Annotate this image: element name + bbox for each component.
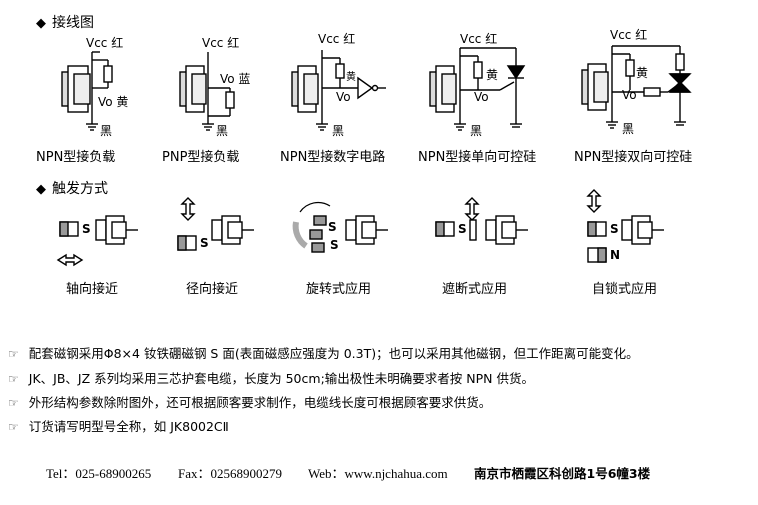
wiring-caption: NPN型接负载 — [36, 150, 116, 165]
pole-label: N — [610, 248, 621, 262]
gnd-label: 黑 — [216, 124, 229, 138]
pointing-hand-icon: ☞ — [8, 420, 19, 434]
trigger-diagram-5 — [586, 189, 664, 263]
pole-label: S — [330, 238, 339, 252]
footer-web: Web：www.njchahua.com — [308, 466, 448, 481]
trigger-diagram-4 — [435, 197, 528, 245]
wiring-diagram-3 — [291, 50, 386, 131]
trigger-caption: 遮断式应用 — [442, 282, 508, 297]
trigger-diagram-3 — [292, 201, 388, 253]
pointing-hand-icon: ☞ — [8, 347, 19, 361]
vcc-label: Vcc 红 — [86, 36, 124, 50]
wire-color-label: 黄 — [346, 72, 356, 83]
gnd-label: 黑 — [100, 124, 113, 138]
wiring-diagram-4 — [429, 47, 526, 131]
gnd-label: 黑 — [622, 122, 635, 136]
vo-label: Vo — [336, 90, 351, 104]
vo-label: Vo — [622, 88, 637, 102]
section-wiring-header: ◆ 接线图 — [36, 12, 94, 32]
vcc-label: Vcc 红 — [460, 32, 498, 46]
note-item: ☞ JK、JB、JZ 系列均采用三芯护套电缆，长度为 50cm;输出极性未明确要求… — [8, 368, 534, 387]
pointing-hand-icon: ☞ — [8, 372, 19, 386]
pole-label: S — [82, 222, 91, 236]
pole-label: S — [610, 222, 619, 236]
vo-label: Vo 蓝 — [220, 72, 251, 86]
trigger-caption: 轴向接近 — [66, 282, 119, 297]
pole-label: S — [458, 222, 467, 236]
vcc-label: Vcc 红 — [318, 32, 356, 46]
vo-label: Vo 黄 — [98, 95, 129, 109]
trigger-diagram-2 — [177, 197, 254, 251]
note-item: ☞ 订货请写明型号全称，如 JK8002CⅡ — [8, 416, 229, 435]
note-text: 配套磁钢采用Φ8×4 钕铁硼磁钢 S 面(表面磁感应强度为 0.3T)；也可以采… — [28, 346, 639, 361]
vcc-label: Vcc 红 — [610, 28, 648, 42]
gnd-label: 黑 — [470, 124, 483, 138]
pole-label: S — [328, 220, 337, 234]
trigger-diagram-1 — [56, 215, 138, 267]
wiring-diagram-5 — [581, 45, 692, 129]
note-item: ☞ 配套磁钢采用Φ8×4 钕铁硼磁钢 S 面(表面磁感应强度为 0.3T)；也可以… — [8, 343, 639, 362]
wiring-caption: NPN型接双向可控硅 — [574, 150, 693, 165]
wiring-caption: PNP型接负载 — [162, 150, 240, 165]
wiring-caption: NPN型接单向可控硅 — [418, 150, 537, 165]
footer-tel: Tel：025-68900265 — [46, 466, 152, 481]
gnd-label: 黑 — [332, 124, 345, 138]
vo-label: Vo — [474, 90, 489, 104]
wiring-diagram-1 — [61, 51, 113, 131]
trigger-caption: 旋转式应用 — [306, 282, 372, 297]
note-text: JK、JB、JZ 系列均采用三芯护套电缆，长度为 50cm;输出极性未明确要求者… — [28, 371, 534, 386]
wiring-caption: NPN型接数字电路 — [280, 150, 386, 165]
pointing-hand-icon: ☞ — [8, 396, 19, 410]
diamond-bullet-icon: ◆ — [36, 16, 46, 31]
note-text: 外形结构参数除附图外，还可根据顾客要求制作，电缆线长度可根据顾客要求供货。 — [28, 395, 492, 410]
footer-fax: Fax：02568900279 — [178, 466, 283, 481]
footer-address: 南京市栖霞区科创路1号6幢3楼 — [474, 466, 651, 481]
wire-color-label: 黄 — [486, 68, 499, 82]
note-text: 订货请写明型号全称，如 JK8002CⅡ — [28, 419, 229, 434]
trigger-caption: 自锁式应用 — [592, 282, 658, 297]
note-item: ☞ 外形结构参数除附图外，还可根据顾客要求制作，电缆线长度可根据顾客要求供货。 — [8, 392, 491, 411]
section-title: 接线图 — [52, 15, 94, 31]
trigger-caption: 径向接近 — [186, 282, 239, 297]
wire-color-label: 黄 — [636, 66, 649, 80]
diamond-bullet-icon: ◆ — [36, 182, 46, 197]
pole-label: S — [200, 236, 209, 250]
section-trigger-header: ◆ 触发方式 — [36, 178, 108, 198]
section-title: 触发方式 — [52, 181, 108, 197]
wiring-diagram-2 — [179, 52, 235, 131]
vcc-label: Vcc 红 — [202, 36, 240, 50]
